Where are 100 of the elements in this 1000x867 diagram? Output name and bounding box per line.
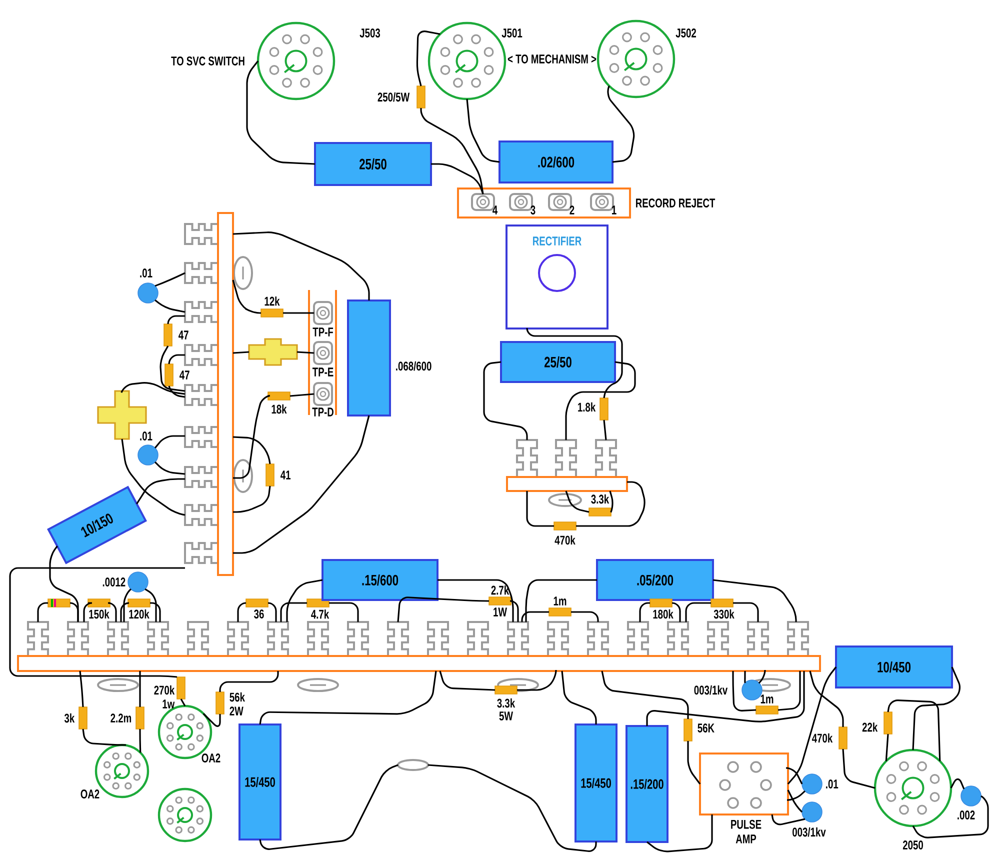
capacitor: 15/450 xyxy=(574,724,618,842)
wire xyxy=(329,602,359,622)
value-label: 12k xyxy=(264,296,280,306)
wire xyxy=(431,163,484,194)
wire xyxy=(397,596,489,622)
value-label: 56k xyxy=(230,692,245,702)
wire xyxy=(154,435,185,448)
wire xyxy=(778,671,801,711)
value-label: 3.3k xyxy=(497,698,516,708)
wire xyxy=(233,394,271,479)
resistor xyxy=(600,398,608,420)
wire xyxy=(123,588,132,622)
wire xyxy=(771,814,806,826)
wire xyxy=(233,486,271,513)
wire xyxy=(565,361,636,440)
resistor xyxy=(216,692,224,714)
tube-socket xyxy=(256,22,336,100)
value-label: 41 xyxy=(280,470,291,480)
wire xyxy=(639,602,650,622)
wire xyxy=(526,491,554,527)
wire xyxy=(139,671,141,707)
wire xyxy=(232,436,271,464)
resistor xyxy=(88,598,110,608)
capacitor: .15/200 xyxy=(626,725,668,844)
value-label: OA2 xyxy=(202,754,220,762)
value-label: 3.3k xyxy=(591,494,610,504)
value-label: .002 xyxy=(958,810,975,820)
terminal-strip xyxy=(506,439,628,492)
wire xyxy=(786,790,806,801)
resistor xyxy=(78,706,88,730)
wire xyxy=(70,602,79,622)
resistor xyxy=(164,324,172,346)
value-label: TP-D xyxy=(312,408,334,416)
value-label: 1m xyxy=(554,596,566,606)
wire xyxy=(296,351,314,354)
value-label: 150k xyxy=(88,608,110,620)
wire xyxy=(107,602,117,622)
wire xyxy=(842,748,876,789)
value-label: 1w xyxy=(162,700,175,708)
wire xyxy=(9,567,185,678)
disc-capacitor xyxy=(802,774,822,794)
value-label: 120k xyxy=(128,608,150,620)
value-label: 1 xyxy=(612,206,616,214)
wire xyxy=(887,700,941,762)
wire xyxy=(885,734,889,762)
wire xyxy=(950,778,965,790)
value-label: 003/1kv xyxy=(694,685,728,695)
disc-capacitor xyxy=(742,680,762,700)
resistor xyxy=(650,598,672,608)
resistor xyxy=(548,608,572,616)
wire xyxy=(607,86,635,163)
wire xyxy=(79,670,84,708)
wire xyxy=(180,698,186,706)
wire xyxy=(428,764,597,852)
capacitor: .02/600 xyxy=(498,140,614,184)
wire xyxy=(160,346,186,392)
wire xyxy=(576,481,646,527)
wire xyxy=(120,382,186,395)
value-label: 330k xyxy=(712,608,736,620)
value-label: TP-F xyxy=(312,328,334,336)
wire xyxy=(809,670,844,728)
value-label: .0012 xyxy=(102,578,126,586)
resistor xyxy=(164,364,174,386)
value-label: 47 xyxy=(178,330,188,340)
wire xyxy=(154,299,186,313)
test-point xyxy=(313,382,333,406)
wire xyxy=(290,393,314,397)
value-label: 2.2m xyxy=(110,714,132,722)
wire xyxy=(283,312,314,314)
wire xyxy=(646,814,713,852)
value-label: 5W xyxy=(499,712,513,720)
capacitor xyxy=(347,300,391,416)
wire xyxy=(672,602,681,622)
resistor xyxy=(588,508,612,516)
value-label: 36 xyxy=(252,608,266,620)
wire xyxy=(144,588,157,622)
resistor xyxy=(684,718,692,742)
resistor xyxy=(176,676,186,700)
wire xyxy=(82,728,127,746)
value-label: J503 xyxy=(360,28,380,38)
wire xyxy=(787,790,803,813)
wire xyxy=(758,669,766,684)
tube-socket xyxy=(874,748,952,828)
value-label: .01 xyxy=(826,780,838,788)
capacitor: 10/450 xyxy=(835,646,953,688)
resistor xyxy=(554,522,576,530)
value-label: J501 xyxy=(502,28,522,38)
capacitor: 25/50 xyxy=(314,142,432,186)
resistor xyxy=(246,598,268,608)
value-label: .01 xyxy=(140,268,152,278)
test-point xyxy=(313,301,333,325)
wire xyxy=(154,272,186,287)
terminal-strip xyxy=(17,621,821,672)
wire xyxy=(286,579,323,622)
jack xyxy=(590,193,614,211)
resistor xyxy=(756,706,778,714)
capacitor: 25/50 xyxy=(500,341,616,383)
resistor xyxy=(136,706,144,730)
wire xyxy=(687,741,701,784)
wire xyxy=(439,670,496,691)
